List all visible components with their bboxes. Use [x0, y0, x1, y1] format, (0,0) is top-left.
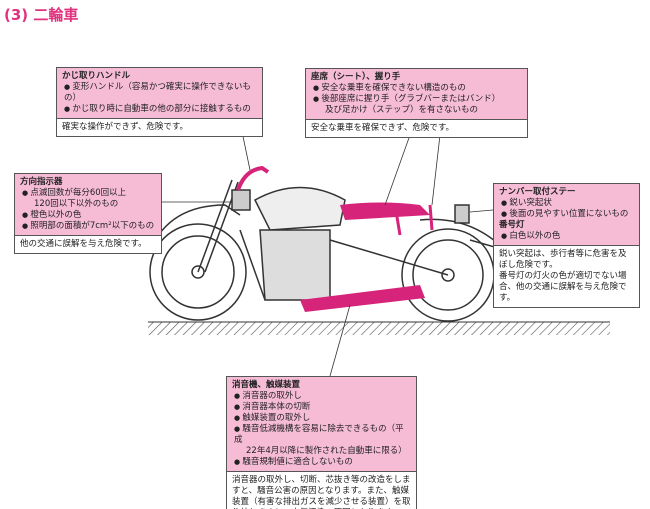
plate-note: 鋭い突起は、歩行者等に危害を及ぼし危険です。 — [499, 249, 627, 270]
list-item: 点滅回数が毎分60回以上 — [20, 188, 156, 199]
plate-lamp-note: 番号灯の灯火の色が適切でない場合、他の交通に誤解を与え危険です。 — [499, 271, 627, 303]
seat-callout: 座席（シート）、握り手 安全な乗車を確保できない構造のもの 後部座席に握り手（グ… — [305, 68, 528, 138]
plate-callout: ナンバー取付ステー 鋭い突起状 後面の見やすい位置にないもの 番号灯 白色以外の… — [493, 183, 640, 308]
seat — [340, 202, 430, 220]
plate-lamp-heading: 番号灯 — [499, 220, 525, 230]
list-item-cont: 120回以下以外のもの — [34, 199, 119, 209]
list-item: 消音器の取外し — [232, 391, 411, 402]
muffler-heading: 消音機、触媒装置 — [232, 380, 301, 390]
handle-note: 確実な操作ができず、危険です。 — [62, 122, 189, 132]
turn-note: 他の交通に誤解を与え危険です。 — [20, 239, 147, 249]
list-item: 後面の見やすい位置にないもの — [499, 209, 634, 220]
list-item: 騒音低減機構を容易に除去できるもの（平成 — [232, 424, 411, 446]
handlebar — [236, 165, 270, 191]
list-item: 安全な乗車を確保できない構造のもの — [311, 83, 522, 94]
list-item: 照明部の面積が7cm²以下のもの — [20, 221, 156, 232]
turn-heading: 方向指示器 — [20, 177, 63, 187]
plate-heading: ナンバー取付ステー — [499, 187, 576, 197]
handle-callout: かじ取りハンドル 変形ハンドル（容易かつ確実に操作できないもの） かじ取り時に自… — [56, 67, 263, 137]
turn-signal-callout: 方向指示器 点滅回数が毎分60回以上 120回以下以外のもの 橙色以外の色 照明… — [14, 173, 162, 254]
handle-heading: かじ取りハンドル — [62, 71, 131, 81]
list-item: 橙色以外の色 — [20, 210, 156, 221]
front-wheel — [149, 223, 247, 321]
list-item: 触媒装置の取外し — [232, 413, 411, 424]
seat-heading: 座席（シート）、握り手 — [311, 72, 401, 82]
list-item: 鋭い突起状 — [499, 198, 634, 209]
muffler — [300, 285, 425, 312]
list-item: 変形ハンドル（容易かつ確実に操作できないもの） — [62, 82, 257, 104]
grab-bar — [393, 204, 434, 236]
seat-note: 安全な乗車を確保できず、危険です。 — [311, 123, 455, 133]
list-item: かじ取り時に自動車の他の部分に接触するもの — [62, 104, 257, 115]
list-item: 白色以外の色 — [499, 231, 634, 242]
list-item: 後部座席に握り手（グラブバーまたはバンド） — [311, 94, 522, 105]
list-item-cont: 及び足かけ（ステップ）を有さないもの — [325, 105, 479, 115]
list-item: 騒音規制値に適合しないもの — [232, 457, 411, 468]
muffler-note: 消音器の取外し、切断、芯抜き等の改造をしますと、騒音公害の原因となります。また、… — [232, 475, 411, 509]
page-title: (3) 二輪車 — [4, 6, 79, 24]
ground — [148, 322, 610, 335]
list-item-cont: 22年4月以降に製作された自動車に限る） — [246, 446, 407, 456]
list-item: 消音器本体の切断 — [232, 402, 411, 413]
muffler-callout: 消音機、触媒装置 消音器の取外し 消音器本体の切断 触媒装置の取外し 騒音低減機… — [226, 376, 417, 509]
